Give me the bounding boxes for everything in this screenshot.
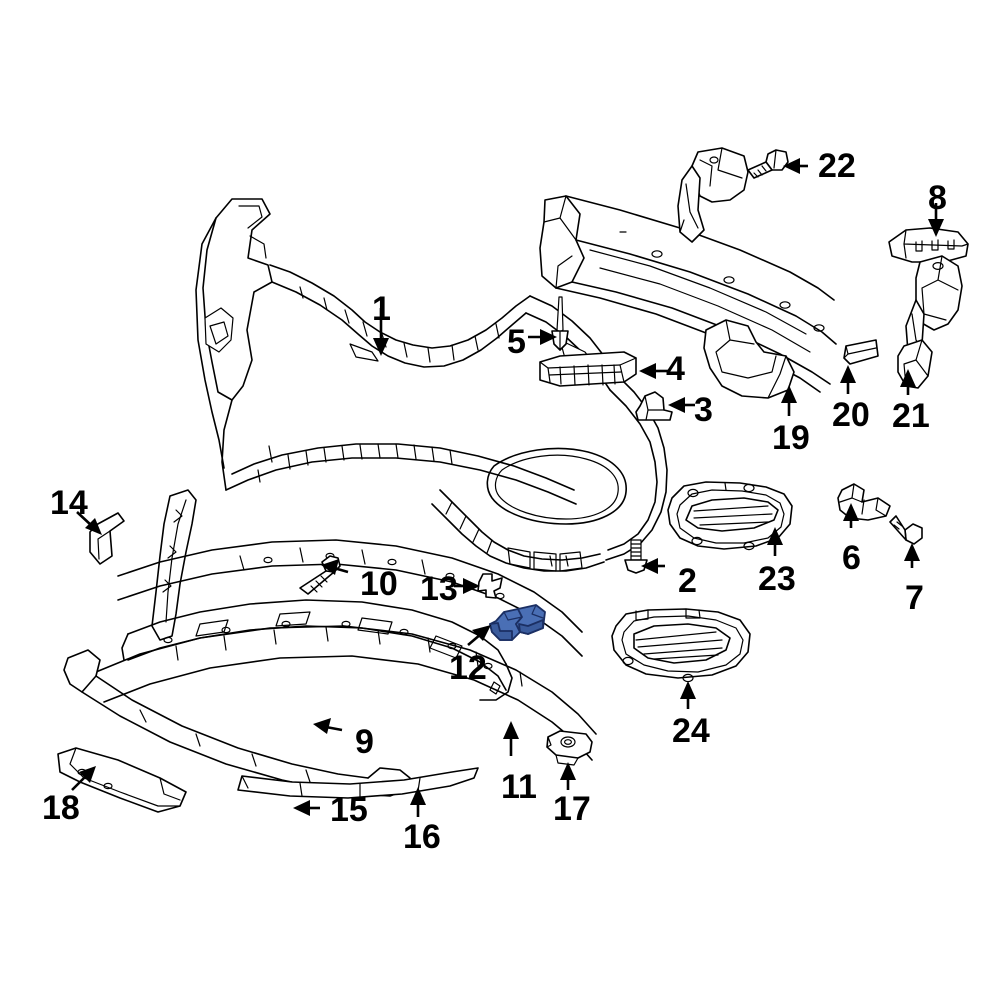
callout-number-17: 17 bbox=[553, 790, 591, 828]
part-20-shim-plate[interactable] bbox=[843, 339, 879, 365]
callout-number-15: 15 bbox=[330, 791, 368, 829]
part-13-spring-clip-nut[interactable] bbox=[477, 573, 503, 599]
callout-number-21: 21 bbox=[892, 397, 930, 435]
part-9-lower-reinforcement[interactable] bbox=[121, 489, 513, 701]
part-5-push-pin[interactable] bbox=[551, 296, 569, 351]
part-8-mounting-plate[interactable] bbox=[888, 227, 969, 263]
part-12-bracket-highlighted[interactable] bbox=[489, 604, 546, 641]
callout-number-2: 2 bbox=[678, 562, 697, 600]
callout-number-9: 9 bbox=[355, 723, 374, 761]
callout-number-20: 20 bbox=[832, 396, 870, 434]
callout-number-14: 14 bbox=[50, 484, 88, 522]
callout-number-11: 11 bbox=[501, 768, 537, 806]
callout-number-4: 4 bbox=[666, 350, 685, 388]
callout-number-19: 19 bbox=[772, 419, 810, 457]
part-2-screw-fog-bezel[interactable] bbox=[624, 539, 648, 574]
part-18-lower-stiffener-bar[interactable] bbox=[57, 747, 187, 813]
part-22-bolt[interactable] bbox=[747, 149, 789, 179]
leader-lines bbox=[71, 158, 944, 817]
part-1-bumper-cover-upper[interactable] bbox=[195, 198, 668, 572]
part-17-u-nut-clip[interactable] bbox=[546, 730, 593, 766]
callout-number-13: 13 bbox=[420, 570, 458, 608]
part-19-impact-bar[interactable] bbox=[539, 147, 837, 399]
part-3-retainer-clip[interactable] bbox=[635, 391, 673, 421]
callout-number-22: 22 bbox=[818, 147, 856, 185]
callout-number-8: 8 bbox=[928, 179, 947, 217]
impact-bar-right-end[interactable] bbox=[897, 255, 963, 389]
part-14-side-bracket-left[interactable] bbox=[89, 512, 125, 565]
callout-number-24: 24 bbox=[672, 712, 710, 750]
part-7-screw[interactable] bbox=[889, 515, 923, 545]
callout-number-3: 3 bbox=[694, 391, 713, 429]
callout-number-5: 5 bbox=[507, 323, 526, 361]
callout-number-7: 7 bbox=[905, 579, 924, 617]
callout-number-16: 16 bbox=[403, 818, 441, 856]
callout-number-1: 1 bbox=[372, 290, 391, 328]
callout-number-10: 10 bbox=[360, 565, 398, 603]
part-23-fog-lamp-bezel-upper[interactable] bbox=[667, 481, 793, 551]
part-24-fog-lamp-bezel-lower[interactable] bbox=[611, 608, 751, 683]
callout-number-6: 6 bbox=[842, 539, 861, 577]
callout-number-12: 12 bbox=[449, 649, 487, 687]
part-4-absorber-mesh-pad[interactable] bbox=[539, 351, 637, 387]
callout-number-23: 23 bbox=[758, 560, 796, 598]
callout-number-18: 18 bbox=[42, 789, 80, 827]
part-6-side-bracket[interactable] bbox=[837, 483, 891, 521]
